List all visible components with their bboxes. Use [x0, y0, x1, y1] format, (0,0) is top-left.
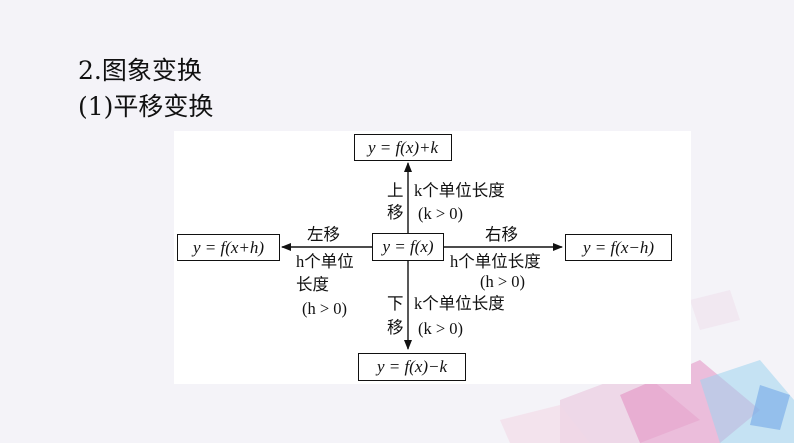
right-condition-label: (h > 0) — [480, 272, 526, 291]
left-condition-label: (h > 0) — [302, 299, 348, 318]
up-amount-label: k个单位长度 — [414, 181, 505, 200]
bottom-function-box: y = f(x)−k — [358, 353, 466, 381]
subsection-heading: (1)平移变换 — [78, 92, 214, 121]
down-condition-label: (k > 0) — [418, 319, 464, 338]
top-function-box: y = f(x)+k — [354, 134, 452, 161]
center-function-box: y = f(x) — [372, 233, 444, 261]
down-direction-label: 下 — [387, 294, 404, 313]
section-heading: 2.图象变换 — [78, 56, 202, 85]
up-move-label: 移 — [387, 203, 404, 222]
left-amount-line2: 长度 — [296, 275, 329, 294]
right-amount-label: h个单位长度 — [450, 252, 541, 271]
translation-diagram: y = f(x)+k y = f(x) y = f(x+h) y = f(x−h… — [174, 131, 691, 384]
left-function-box: y = f(x+h) — [177, 234, 280, 261]
arrow-lines — [281, 162, 563, 350]
left-move-label: 左移 — [307, 225, 340, 244]
up-direction-label: 上 — [387, 181, 404, 200]
down-amount-label: k个单位长度 — [414, 294, 505, 313]
right-function-box: y = f(x−h) — [565, 234, 672, 261]
up-condition-label: (k > 0) — [418, 204, 464, 223]
left-amount-line1: h个单位 — [296, 252, 354, 271]
right-move-label: 右移 — [485, 225, 518, 244]
down-move-label: 移 — [387, 318, 404, 337]
